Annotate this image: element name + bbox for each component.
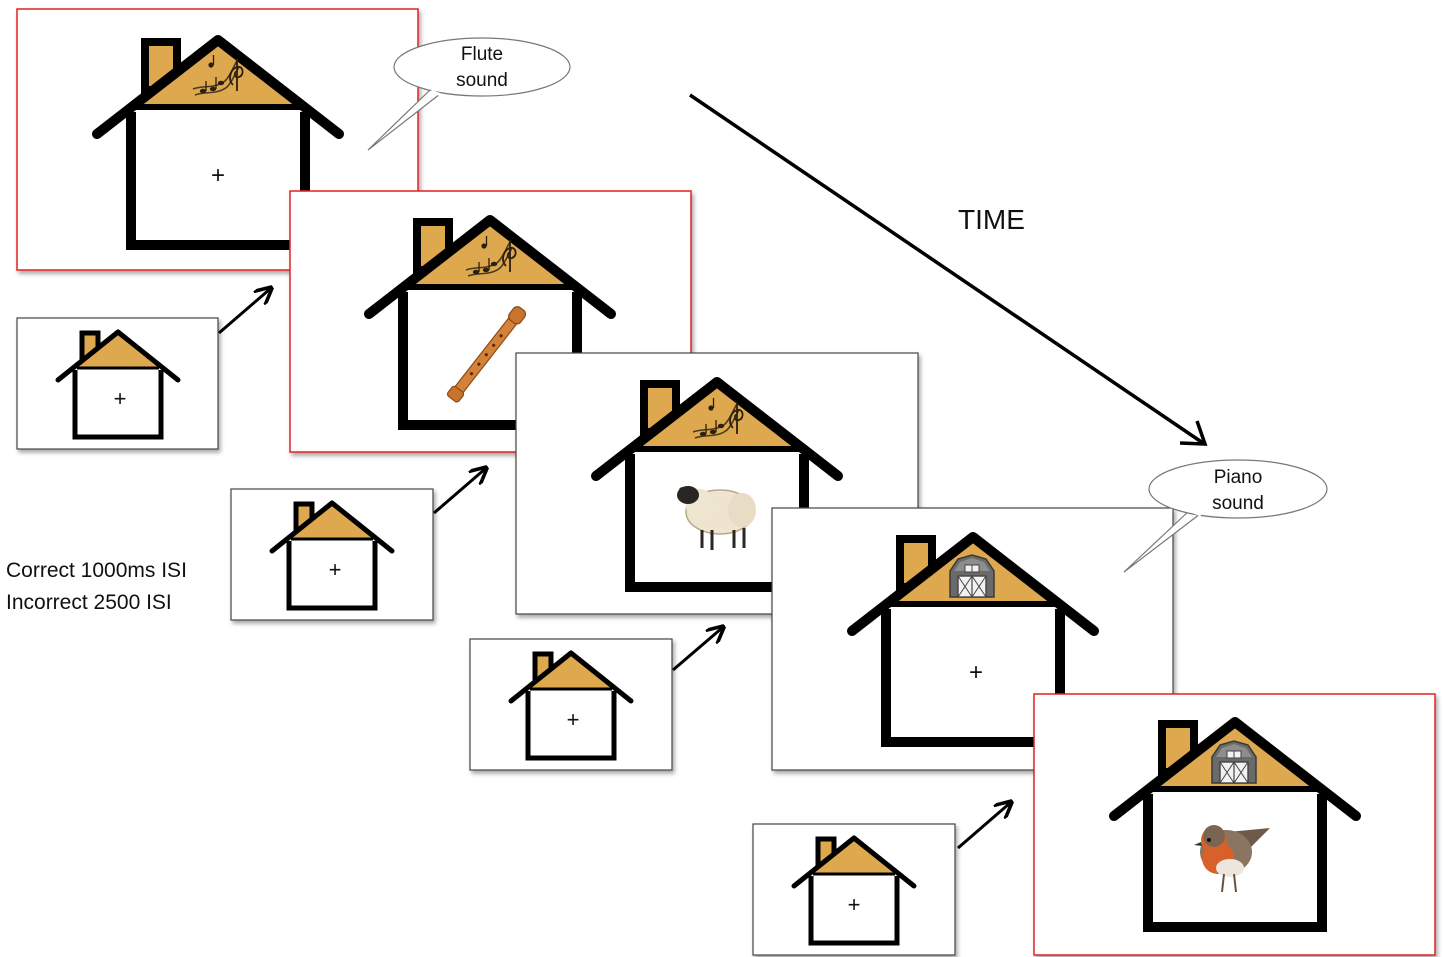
fixation-cross: +	[329, 557, 342, 582]
time-arrow	[689, 93, 1204, 445]
callout-line-2: sound	[456, 70, 508, 91]
trial-2-frame	[289, 190, 692, 453]
callout-line-2: sound	[1212, 493, 1264, 514]
fixation-cross: +	[969, 659, 983, 686]
callout-line-1: Piano	[1214, 467, 1263, 488]
trial-1-frame: +	[16, 8, 419, 271]
sequence-arrow	[957, 803, 1010, 850]
barn-icon	[949, 554, 995, 598]
isi-frame-1: +	[16, 317, 219, 450]
sheep-image	[677, 486, 756, 550]
fixation-cross: +	[567, 707, 580, 732]
fixation-cross: +	[114, 386, 127, 411]
flute-recorder-image	[446, 306, 527, 403]
time-arrowhead	[1179, 420, 1208, 446]
isi-incorrect-note: Incorrect 2500 ISI	[6, 591, 172, 614]
callout-line-1: Flute	[461, 44, 503, 65]
sequence-arrow	[672, 628, 722, 672]
isi-correct-note: Correct 1000ms ISI	[6, 559, 187, 582]
sequence-arrow	[433, 469, 485, 515]
sequence-arrow	[218, 289, 270, 335]
time-label: TIME	[958, 204, 1025, 235]
fixation-cross: +	[848, 892, 861, 917]
isi-frame-4: +	[752, 823, 956, 956]
flute-sound-callout: Flute sound	[367, 37, 571, 151]
barn-icon	[1211, 740, 1257, 784]
piano-sound-callout: Piano sound	[1123, 459, 1328, 573]
trial-5-frame	[1033, 693, 1436, 956]
robin-bird-image	[1194, 825, 1270, 893]
fixation-cross: +	[211, 162, 225, 189]
isi-frame-3: +	[469, 638, 673, 771]
isi-frame-2: +	[230, 488, 434, 621]
